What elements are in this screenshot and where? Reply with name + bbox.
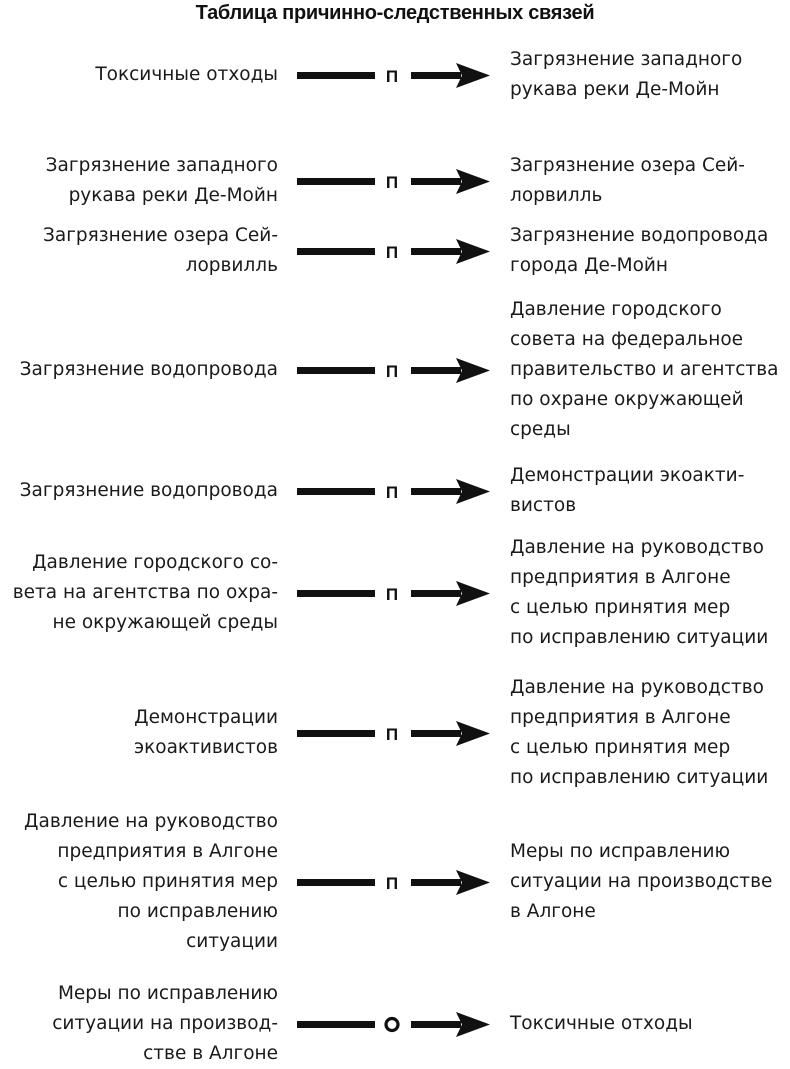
positive-link-arrow: П xyxy=(294,578,494,608)
svg-text:П: П xyxy=(386,173,398,192)
cause-line: Токсичные отходы xyxy=(95,64,278,85)
effect-line: по исправлению ситуации xyxy=(510,627,769,648)
effect-line: среды xyxy=(510,419,571,440)
positive-link-arrow: П xyxy=(294,718,494,748)
cause-text: Загрязнение западного рукава реки Де-Мойн xyxy=(0,151,278,211)
svg-text:П: П xyxy=(386,725,398,744)
positive-link-arrow: П xyxy=(294,476,494,506)
effect-line: предприятия в Алгоне xyxy=(510,567,731,588)
effect-text: Давление городского совета на федеральное… xyxy=(510,295,790,445)
positive-link-arrow: П xyxy=(294,60,494,90)
effect-text: Токсичные отходы xyxy=(510,1009,790,1039)
cause-line: Загрязнение водопровода xyxy=(19,359,278,380)
positive-link-arrow: П xyxy=(294,236,494,266)
cause-effect-row: Загрязнение озера Сей-лорвилль П Загрязнен… xyxy=(0,221,790,281)
table-title: Таблица причинно-следственных связей xyxy=(195,2,595,24)
svg-text:П: П xyxy=(386,67,398,86)
arrow-icon: П xyxy=(297,63,490,88)
effect-line: Загрязнение озера Сей- xyxy=(510,155,745,176)
effect-line: по охране окружающей xyxy=(510,389,744,410)
cause-text: Загрязнение водопровода xyxy=(0,355,278,385)
effect-line: по исправлению ситуации xyxy=(510,767,769,788)
effect-line: с целью принятия мер xyxy=(510,597,731,618)
cause-line: Загрязнение водопровода xyxy=(19,480,278,501)
arrow-icon: П xyxy=(297,870,490,895)
cause-line: лорвилль xyxy=(185,255,278,276)
effect-line: Токсичные отходы xyxy=(510,1013,693,1034)
cause-effect-row: Загрязнение водопровода П Давление городск… xyxy=(0,295,790,445)
cause-line: ситуации на производ- xyxy=(52,1013,278,1034)
cause-text: Токсичные отходы xyxy=(0,60,278,90)
positive-link-arrow: П xyxy=(294,867,494,897)
cause-line: Загрязнение озера Сей- xyxy=(43,225,278,246)
effect-line: с целью принятия мер xyxy=(510,737,731,758)
cause-effect-row: Меры по исправлению ситуации на производ-… xyxy=(0,979,790,1069)
arrow-icon: П xyxy=(297,169,490,194)
cause-line: экоактивистов xyxy=(133,737,278,758)
cause-line: вета на агентства по охра- xyxy=(12,582,278,603)
cause-line: рукава реки Де-Мойн xyxy=(68,185,278,206)
effect-line: вистов xyxy=(510,495,577,516)
cause-line: с целью принятия мер xyxy=(57,871,278,892)
effect-line: Давление городского xyxy=(510,299,722,320)
effect-text: Меры по исправлению ситуации на производс… xyxy=(510,837,790,927)
effect-line: в Алгоне xyxy=(510,901,596,922)
cause-text: Меры по исправлению ситуации на производ-… xyxy=(0,979,278,1069)
cause-effect-row: Давление на руководство предприятия в Алг… xyxy=(0,807,790,957)
cause-text: Давление городского со-вета на агентства… xyxy=(0,548,278,638)
effect-line: правительство и агентства xyxy=(510,359,779,380)
positive-link-arrow: П xyxy=(294,355,494,385)
cause-effect-row: Давление городского со-вета на агентства… xyxy=(0,533,790,653)
cause-effect-row: Загрязнение водопровода П Демонстрации эко… xyxy=(0,461,790,521)
arrow-icon: П xyxy=(297,358,490,383)
effect-text: Загрязнение западного рукава реки Де-Мойн xyxy=(510,45,790,105)
svg-text:П: П xyxy=(386,483,398,502)
svg-text:П: П xyxy=(386,874,398,893)
effect-line: рукава реки Де-Мойн xyxy=(510,79,720,100)
cause-line: Давление на руководство xyxy=(24,811,278,832)
svg-text:П: П xyxy=(386,362,398,381)
effect-line: города Де-Мойн xyxy=(510,255,669,276)
effect-line: предприятия в Алгоне xyxy=(510,707,731,728)
cause-text: Давление на руководство предприятия в Алг… xyxy=(0,807,278,957)
arrow-icon xyxy=(297,1012,490,1037)
arrow-icon: П xyxy=(297,479,490,504)
effect-text: Давление на руководство предприятия в Алг… xyxy=(510,533,790,653)
cause-line: Меры по исправлению xyxy=(57,983,278,1004)
effect-line: Загрязнение водопровода xyxy=(510,225,769,246)
effect-text: Загрязнение водопровода города Де-Мойн xyxy=(510,221,790,281)
cause-line: Загрязнение западного xyxy=(45,155,278,176)
cause-text: Демонстрации экоактивистов xyxy=(0,703,278,763)
effect-line: Давление на руководство xyxy=(510,677,764,698)
cause-effect-row: Загрязнение западного рукава реки Де-Мойн… xyxy=(0,151,790,211)
cause-line: не окружающей среды xyxy=(52,612,278,633)
arrow-icon: П xyxy=(297,581,490,606)
cause-text: Загрязнение водопровода xyxy=(0,476,278,506)
cause-line: Демонстрации xyxy=(134,707,278,728)
effect-line: Давление на руководство xyxy=(510,537,764,558)
cause-effect-row: Демонстрации экоактивистов П Давление на ру… xyxy=(0,673,790,793)
effect-line: ситуации на производстве xyxy=(510,871,773,892)
effect-line: совета на федеральное xyxy=(510,329,744,350)
cause-effect-row: Токсичные отходы П Загрязнение западного ру… xyxy=(0,45,790,105)
effect-text: Демонстрации экоакти-вистов xyxy=(510,461,790,521)
cause-line: Давление городского со- xyxy=(32,552,278,573)
opposite-link-arrow xyxy=(294,1009,494,1039)
cause-line: ситуации xyxy=(186,931,278,952)
svg-text:П: П xyxy=(386,243,398,262)
cause-line: стве в Алгоне xyxy=(143,1043,278,1064)
cause-line: предприятия в Алгоне xyxy=(57,841,278,862)
cause-line: по исправлению xyxy=(117,901,278,922)
arrow-icon: П xyxy=(297,721,490,746)
positive-link-arrow: П xyxy=(294,166,494,196)
effect-text: Давление на руководство предприятия в Алг… xyxy=(510,673,790,793)
effect-line: Демонстрации экоакти- xyxy=(510,465,745,486)
effect-line: Меры по исправлению xyxy=(510,841,731,862)
cause-text: Загрязнение озера Сей-лорвилль xyxy=(0,221,278,281)
effect-line: Загрязнение западного xyxy=(510,49,743,70)
arrow-icon: П xyxy=(297,239,490,264)
svg-text:П: П xyxy=(386,585,398,604)
effect-text: Загрязнение озера Сей-лорвилль xyxy=(510,151,790,211)
effect-line: лорвилль xyxy=(510,185,603,206)
